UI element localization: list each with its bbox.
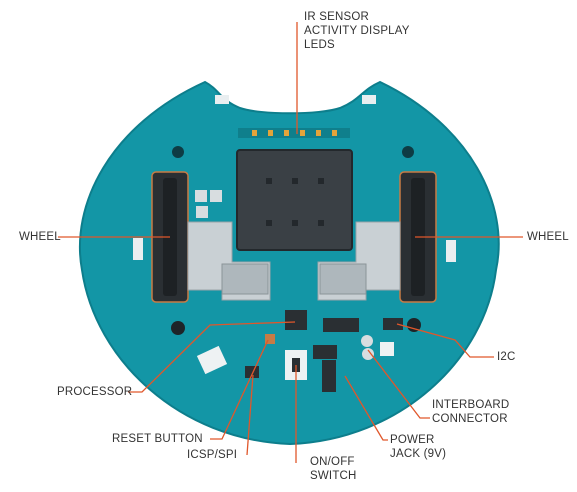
ir-led <box>252 130 257 136</box>
leader-lines <box>58 22 523 463</box>
interboard-header <box>323 318 359 332</box>
leader-icsp <box>246 374 254 456</box>
side-connector-right <box>446 240 456 262</box>
interboard-capacitor <box>362 348 374 360</box>
label-onoff: ON/OFF SWITCH <box>310 455 357 483</box>
label-ir-sensor-line2: ACTIVITY DISPLAY <box>304 25 410 37</box>
leader-interboard <box>367 349 430 419</box>
left-motor-shaft <box>221 263 269 295</box>
central-display-block <box>236 149 353 251</box>
i2c-connector <box>383 318 403 330</box>
mount-hole <box>402 146 414 158</box>
label-processor: PROCESSOR <box>57 386 133 398</box>
label-power-line2: JACK (9V) <box>390 448 447 460</box>
label-onoff-line2: SWITCH <box>310 470 357 482</box>
ir-led <box>268 130 273 136</box>
label-i2c: I2C <box>497 351 516 363</box>
ir-led <box>300 130 305 136</box>
small-capacitor <box>195 190 207 202</box>
label-ir-sensor: IR SENSOR ACTIVITY DISPLAY LEDS <box>304 10 410 52</box>
power-jack-cap <box>313 345 337 359</box>
label-icsp: ICSP/SPI <box>187 449 238 461</box>
label-ir-sensor-line1: IR SENSOR <box>304 11 370 23</box>
label-power-line1: POWER <box>390 434 435 446</box>
interboard-capacitor <box>361 335 373 347</box>
mount-hole <box>407 318 421 332</box>
processor-chip <box>285 310 307 330</box>
label-interboard: INTERBOARD CONNECTOR <box>432 398 509 426</box>
leader-processor <box>128 321 296 393</box>
reset-button <box>265 334 275 344</box>
ir-leds <box>252 130 337 136</box>
label-wheel-right: WHEEL <box>527 231 569 243</box>
label-wheel-left: WHEEL <box>19 231 61 243</box>
leader-reset <box>210 339 269 440</box>
circuit-board <box>78 80 500 446</box>
label-onoff-line1: ON/OFF <box>310 456 355 468</box>
ir-led <box>284 130 289 136</box>
label-interboard-line2: CONNECTOR <box>432 413 508 425</box>
ir-led-strip <box>238 128 350 138</box>
top-connector-right <box>362 95 376 104</box>
side-connector-left <box>133 238 143 260</box>
power-jack <box>322 360 336 392</box>
leader-power <box>344 375 388 441</box>
white-button <box>380 342 394 356</box>
small-capacitor <box>210 190 222 202</box>
right-motor-shaft <box>319 263 367 295</box>
small-capacitor <box>196 206 208 218</box>
display-dots <box>266 178 324 226</box>
label-reset: RESET BUTTON <box>112 433 203 445</box>
white-pad <box>196 345 228 375</box>
label-power: POWER JACK (9V) <box>390 433 446 461</box>
ir-led <box>332 130 337 136</box>
ir-led <box>316 130 321 136</box>
icsp-header <box>245 366 259 378</box>
mount-hole <box>171 321 185 335</box>
label-interboard-line1: INTERBOARD <box>432 399 510 411</box>
leader-i2c <box>396 323 494 358</box>
mount-hole <box>172 146 184 158</box>
label-ir-sensor-line3: LEDS <box>304 39 335 51</box>
top-connector-left <box>215 95 229 104</box>
